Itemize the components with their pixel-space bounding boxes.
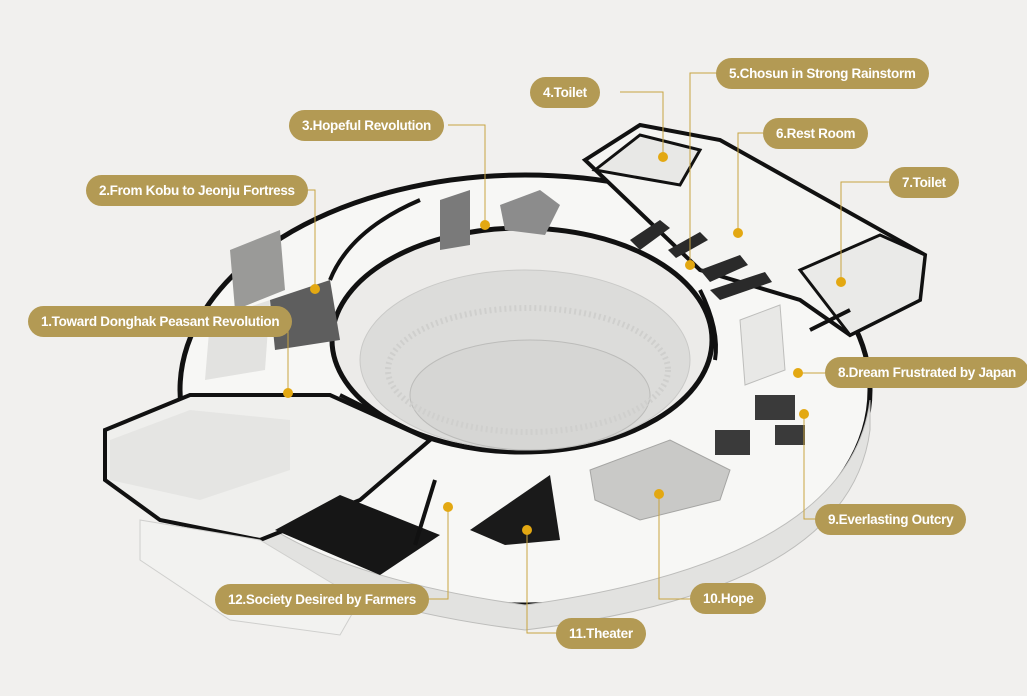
partition-walls xyxy=(328,198,851,546)
zone-label-2[interactable]: 2.From Kobu to Jeonju Fortress xyxy=(86,175,308,206)
zone-label-4[interactable]: 4.Toilet xyxy=(530,77,600,108)
zone-label-1[interactable]: 1.Toward Donghak Peasant Revolution xyxy=(28,306,293,337)
zone-label-12[interactable]: 12.Society Desired by Farmers xyxy=(215,584,429,615)
zone-label-6[interactable]: 6.Rest Room xyxy=(763,118,869,149)
zone-label-10[interactable]: 10.Hope xyxy=(690,583,767,614)
right-annex xyxy=(581,122,928,338)
marker-dots xyxy=(283,152,846,535)
zone-label-3[interactable]: 3.Hopeful Revolution xyxy=(289,110,445,141)
zone-label-7[interactable]: 7.Toilet xyxy=(889,167,959,198)
zone-label-8[interactable]: 8.Dream Frustrated by Japan xyxy=(825,357,1027,388)
zone-label-11[interactable]: 11.Theater xyxy=(556,618,646,649)
zone-label-9[interactable]: 9.Everlasting Outcry xyxy=(815,504,967,535)
zone-label-5[interactable]: 5.Chosun in Strong Rainstorm xyxy=(716,58,929,89)
left-annex xyxy=(103,393,440,636)
